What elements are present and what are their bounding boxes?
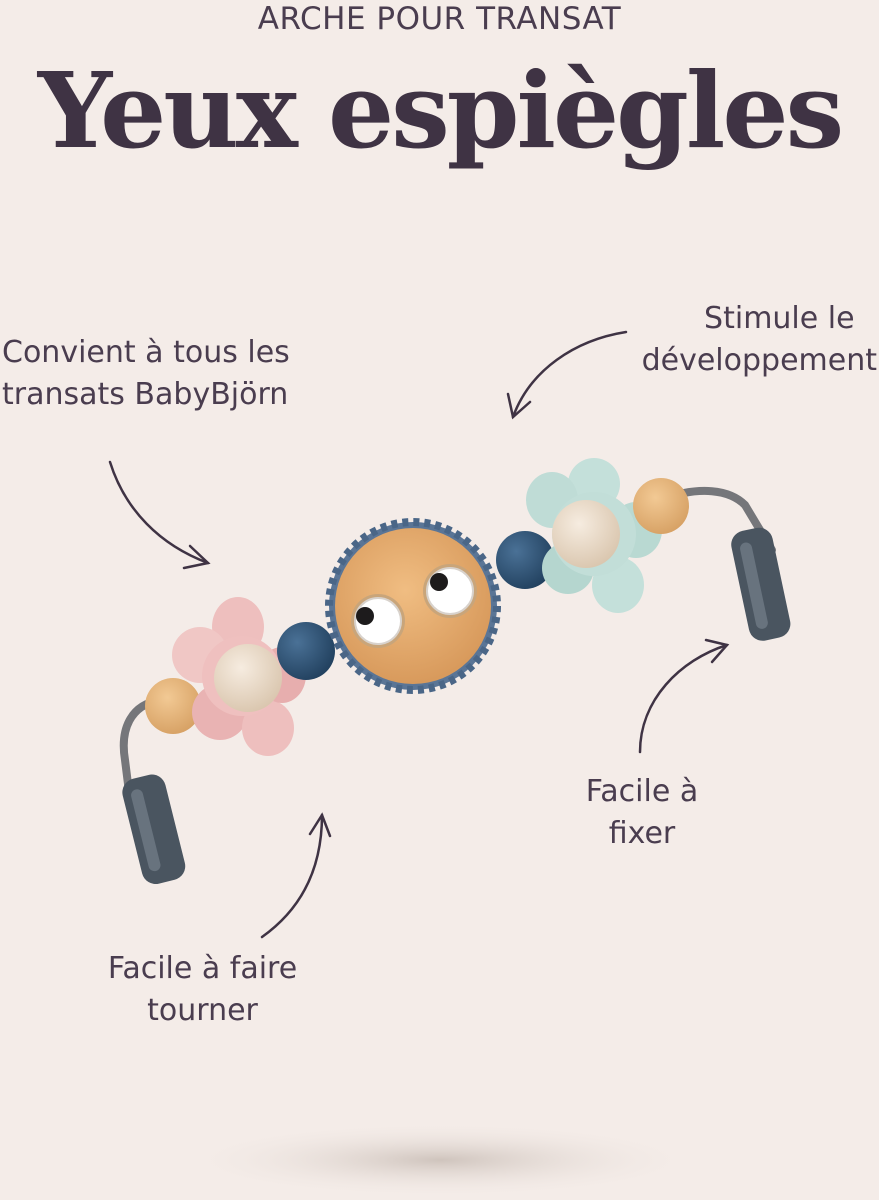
arrow-attach bbox=[638, 638, 730, 754]
pink-flower bbox=[172, 597, 306, 756]
arrow-compatible bbox=[108, 460, 211, 570]
mint-flower bbox=[526, 458, 662, 613]
callout-attach-line2: fixer bbox=[608, 816, 676, 851]
right-clip bbox=[731, 527, 791, 641]
right-wood-bead bbox=[633, 478, 689, 534]
callout-attach: Facile à fixer bbox=[580, 771, 704, 855]
left-wood-bead bbox=[145, 678, 201, 734]
callout-rotate-line1: Facile à faire bbox=[107, 951, 298, 986]
callout-attach-line1: Facile à bbox=[585, 774, 699, 809]
callout-development: Stimule le développement bbox=[642, 298, 877, 382]
mint-flower-center bbox=[552, 500, 620, 568]
callout-rotate-line2: tourner bbox=[147, 993, 258, 1028]
callout-compatible-line1: Convient à tous les bbox=[2, 335, 290, 370]
page-title: Yeux espiègles bbox=[37, 49, 844, 172]
callout-compatible-line2: transats BabyBjörn bbox=[2, 377, 289, 412]
arrow-rotate bbox=[260, 812, 332, 939]
callout-development-line1: Stimule le bbox=[704, 301, 855, 336]
left-eye bbox=[351, 594, 405, 648]
left-clip bbox=[122, 774, 186, 885]
callout-rotate: Facile à faire tourner bbox=[90, 948, 315, 1032]
arrow-development bbox=[506, 330, 628, 420]
eyes-disc bbox=[325, 518, 501, 694]
floor-shadow bbox=[180, 1122, 700, 1198]
right-eye bbox=[423, 564, 477, 618]
pink-flower-center bbox=[214, 644, 282, 712]
left-blue-bead bbox=[277, 622, 335, 680]
right-blue-bead bbox=[496, 531, 554, 589]
callout-development-line2: développement bbox=[641, 343, 877, 378]
callout-compatible: Convient à tous les transats BabyBjörn bbox=[2, 332, 290, 416]
product-category: ARCHE POUR TRANSAT bbox=[257, 1, 622, 37]
